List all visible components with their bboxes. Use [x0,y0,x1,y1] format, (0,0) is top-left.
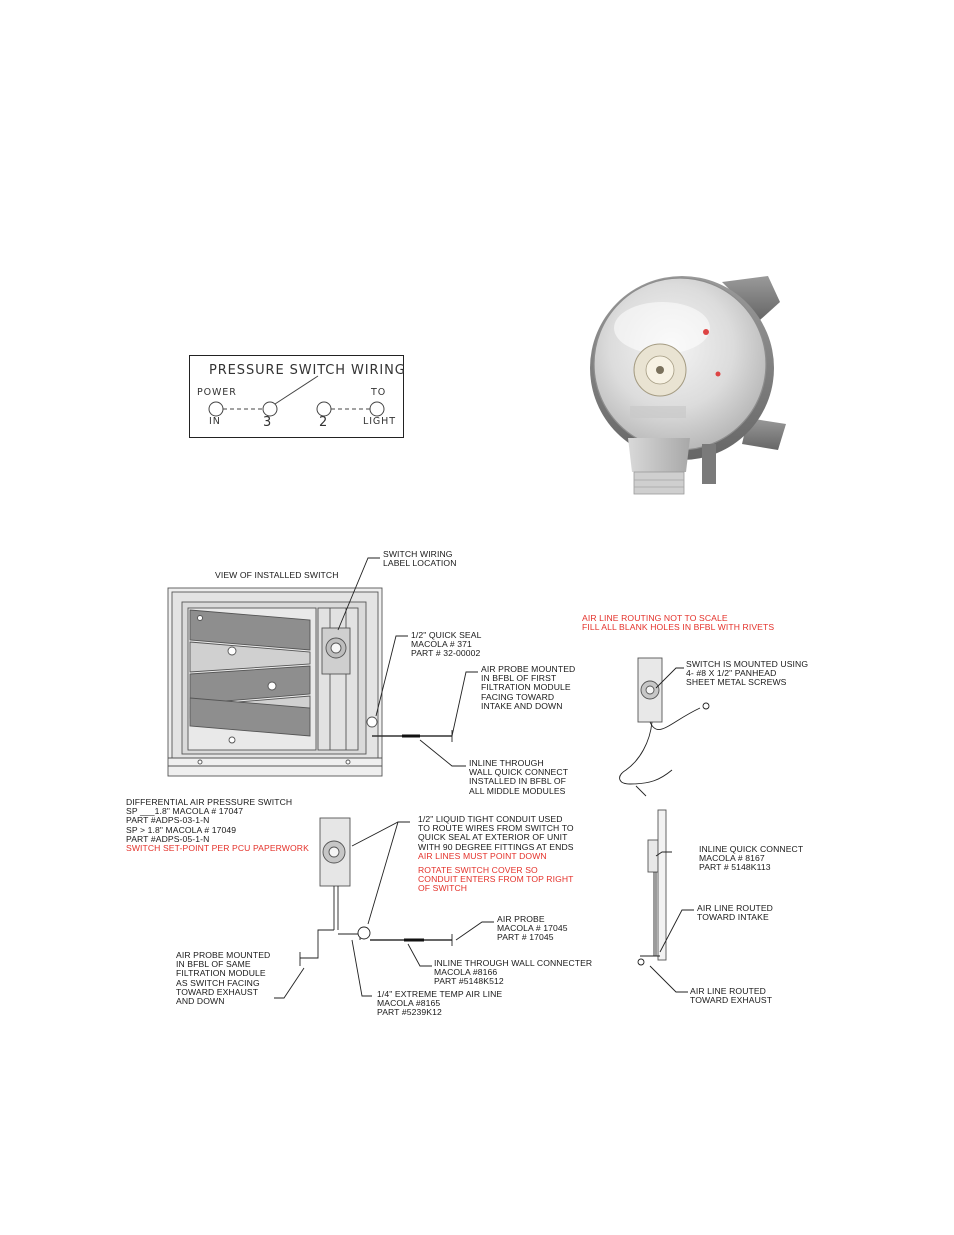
air-probe-callout: AIR PROBE MACOLA # 17045 PART # 17045 [497,914,568,943]
air-line-exhaust-callout: AIR LINE ROUTED TOWARD EXHAUST [690,986,773,1006]
inline-quick-connect-callout: INLINE QUICK CONNECT MACOLA # 8167 PART … [699,844,804,873]
installed-switch-drawing [167,587,383,777]
wiring-to-text: TO [371,387,387,398]
air-probe-same-module-callout: AIR PROBE MOUNTED IN BFBL OF SAME FILTRA… [176,950,271,1007]
callout-quick-seal: 1/2" QUICK SEAL MACOLA # 371 PART # 32-0… [411,630,482,659]
callout-inline-wall-quick-connect: INLINE THROUGH WALL QUICK CONNECT INSTAL… [469,758,569,796]
wiring-light-text: LIGHT [363,416,396,427]
installed-view-title: VIEW OF INSTALLED SWITCH [215,570,339,580]
routing-note: AIR LINE ROUTING NOT TO SCALE FILL ALL B… [582,613,775,633]
callout-air-probe-first-module: AIR PROBE MOUNTED IN BFBL OF FIRST FILTR… [481,664,576,711]
differential-switch-spec: DIFFERENTIAL AIR PRESSURE SWITCH SP ___1… [126,797,309,854]
wiring-power-text: POWER [197,387,237,398]
extreme-temp-air-line-callout: 1/4" EXTREME TEMP AIR LINE MACOLA #8165 … [377,989,503,1018]
wiring-title: PRESSURE SWITCH WIRING [209,363,406,378]
pressure-switch-photo [590,276,786,495]
wiring-terminal-3: 3 [263,415,273,430]
callout-switch-wiring-label-location: SWITCH WIRING LABEL LOCATION [383,549,457,569]
wiring-terminals-graphic [208,375,385,417]
mount-screws-note: SWITCH IS MOUNTED USING 4- #8 X 1/2" PAN… [686,659,809,688]
conduit-note: 1/2" LIQUID TIGHT CONDUIT USED TO ROUTE … [418,814,574,861]
pressure-switch-wiring-label: PRESSURE SWITCH WIRING POWER TO IN 3 2 L… [189,355,406,438]
air-line-intake-callout: AIR LINE ROUTED TOWARD INTAKE [697,903,773,923]
rotate-cover-note: ROTATE SWITCH COVER SO CONDUIT ENTERS FR… [418,865,574,894]
inline-wall-connecter-callout: INLINE THROUGH WALL CONNECTER MACOLA #81… [434,958,593,987]
wiring-in-text: IN [209,416,221,427]
wiring-terminal-2: 2 [319,415,329,430]
